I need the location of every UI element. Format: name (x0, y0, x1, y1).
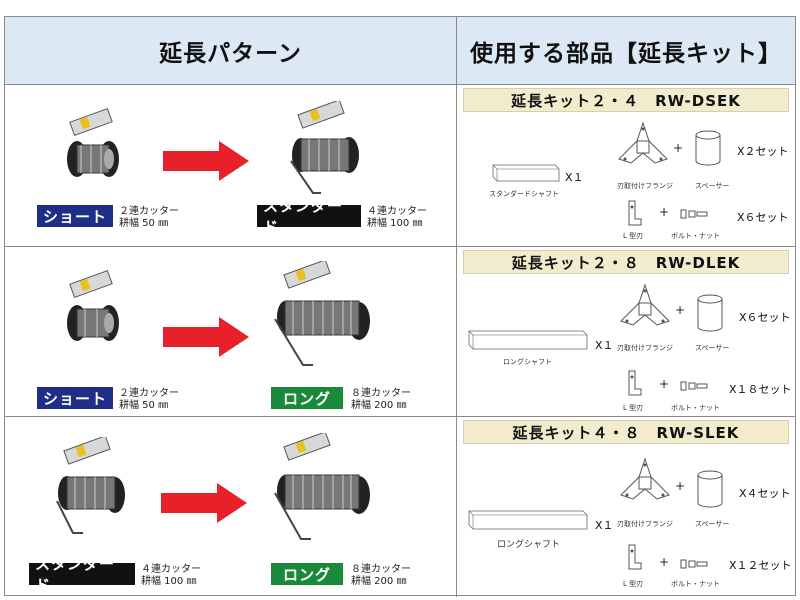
header-extension-pattern: 延長パターン (5, 17, 457, 85)
arrow-right-icon (163, 141, 249, 181)
plus-icon: + (659, 377, 670, 391)
set1-qty: X６セット (739, 311, 791, 324)
arrow-right-icon (161, 483, 247, 523)
long-label: ロング (271, 563, 343, 585)
cutter-spec: ８連カッター (351, 564, 411, 575)
flange-drawing (618, 121, 668, 164)
arrow-right-icon (163, 317, 249, 357)
width-spec: 耕幅 100 ㎜ (367, 218, 423, 229)
flange-drawing (620, 283, 670, 326)
shaft-label: ロングシャフト (497, 540, 561, 550)
spacer-label: スペーサー (695, 344, 730, 352)
shaft-qty: X１ (565, 171, 584, 184)
flange-label: 刃取付けフランジ (617, 520, 673, 528)
shaft-label: ロングシャフト (503, 358, 552, 366)
bolt-nut-label: ボルト・ナット (671, 404, 720, 412)
table-row: ショート ２連カッター 耕幅 50 ㎜ ロング ８連カッター 耕幅 200 ㎜ … (5, 247, 795, 417)
spacer-label: スペーサー (695, 520, 730, 528)
kit-title: 延長キット２・８ RW-DLEK (463, 250, 789, 274)
plus-icon: + (675, 479, 686, 493)
long-spec: ８連カッター 耕幅 200 ㎜ (351, 388, 411, 412)
bolt-nut-drawing (680, 209, 708, 219)
short-tiller-image (67, 269, 119, 341)
bolt-nut-drawing (680, 381, 708, 391)
spacer-label: スペーサー (695, 182, 730, 190)
spacer-drawing (697, 294, 723, 332)
long-tiller-image (274, 261, 370, 366)
shaft-drawing (492, 164, 560, 182)
set2-qty: X１８セット (729, 383, 792, 396)
set1-qty: X２セット (737, 145, 789, 158)
shaft-drawing (468, 510, 588, 530)
flange-label: 刃取付けフランジ (617, 344, 673, 352)
long-spec: ８連カッター 耕幅 200 ㎜ (351, 564, 411, 588)
cutter-spec: ８連カッター (351, 388, 411, 399)
plus-icon: + (659, 555, 670, 569)
extension-pattern-cell: ショート ２連カッター 耕幅 50 ㎜ ロング ８連カッター 耕幅 200 ㎜ (5, 247, 457, 416)
l-blade-drawing (628, 544, 642, 570)
cutter-spec: ２連カッター (119, 206, 179, 217)
standard-label: スタンダード (257, 197, 361, 236)
width-spec: 耕幅 50 ㎜ (119, 400, 169, 411)
cutter-spec: ４連カッター (141, 564, 201, 575)
short-spec: ２連カッター 耕幅 50 ㎜ (119, 206, 179, 230)
plus-icon: + (659, 205, 670, 219)
extension-pattern-cell: スタンダード ４連カッター 耕幅 100 ㎜ ロング ８連カッター 耕幅 200… (5, 417, 457, 597)
kit-parts-cell: 延長キット４・８ RW-SLEK ロングシャフト X１ 刃取付けフランジ + (457, 417, 795, 597)
standard-tiller-image (290, 101, 359, 194)
short-spec: ２連カッター 耕幅 50 ㎜ (119, 388, 179, 412)
standard-spec: ４連カッター 耕幅 100 ㎜ (367, 206, 427, 230)
width-spec: 耕幅 200 ㎜ (351, 576, 407, 587)
short-label: ショート (37, 205, 113, 227)
bolt-nut-label: ボルト・ナット (671, 232, 720, 240)
kit-title: 延長キット２・４ RW-DSEK (463, 88, 789, 112)
shaft-qty: X１ (595, 339, 614, 352)
width-spec: 耕幅 100 ㎜ (141, 576, 197, 587)
plus-icon: + (673, 141, 684, 155)
width-spec: 耕幅 200 ㎜ (351, 400, 407, 411)
long-label: ロング (271, 387, 343, 409)
table-row: スタンダード ４連カッター 耕幅 100 ㎜ ロング ８連カッター 耕幅 200… (5, 417, 795, 597)
l-blade-drawing (628, 200, 642, 226)
table-row: ショート ２連カッター 耕幅 50 ㎜ スタンダード ４連カッター 耕幅 100… (5, 85, 795, 247)
flange-label: 刃取付けフランジ (617, 182, 673, 190)
short-tiller-image (67, 107, 119, 177)
long-tiller-image (274, 433, 370, 540)
flange-drawing (620, 457, 670, 500)
l-blade-label: L 型刃 (623, 232, 644, 240)
spacer-drawing (697, 470, 723, 508)
set2-qty: X１２セット (729, 559, 792, 572)
plus-icon: + (675, 303, 686, 317)
cutter-spec: ４連カッター (367, 206, 427, 217)
l-blade-label: L 型刃 (623, 404, 644, 412)
standard-spec: ４連カッター 耕幅 100 ㎜ (141, 564, 201, 588)
set2-qty: X６セット (737, 211, 789, 224)
spacer-drawing (695, 130, 721, 166)
shaft-qty: X１ (595, 519, 614, 532)
kit-parts-cell: 延長キット２・４ RW-DSEK スタンダードシャフト X１ 刃取付けフランジ … (457, 85, 795, 246)
standard-label: スタンダード (29, 555, 135, 594)
short-label: ショート (37, 387, 113, 409)
kit-parts-cell: 延長キット２・８ RW-DLEK ロングシャフト X１ 刃取付けフランジ + (457, 247, 795, 416)
set1-qty: X４セット (739, 487, 791, 500)
l-blade-drawing (628, 370, 642, 396)
header-parts-used: 使用する部品【延長キット】 (457, 17, 795, 85)
shaft-drawing (468, 330, 588, 350)
shaft-label: スタンダードシャフト (489, 190, 559, 198)
cutter-spec: ２連カッター (119, 388, 179, 399)
parts-table: 延長パターン 使用する部品【延長キット】 (4, 16, 796, 597)
width-spec: 耕幅 50 ㎜ (119, 218, 169, 229)
standard-tiller-image (56, 437, 125, 534)
l-blade-label: L 型刃 (623, 580, 644, 588)
extension-pattern-cell: ショート ２連カッター 耕幅 50 ㎜ スタンダード ４連カッター 耕幅 100… (5, 85, 457, 246)
bolt-nut-label: ボルト・ナット (671, 580, 720, 588)
bolt-nut-drawing (680, 559, 708, 569)
kit-title: 延長キット４・８ RW-SLEK (463, 420, 789, 444)
